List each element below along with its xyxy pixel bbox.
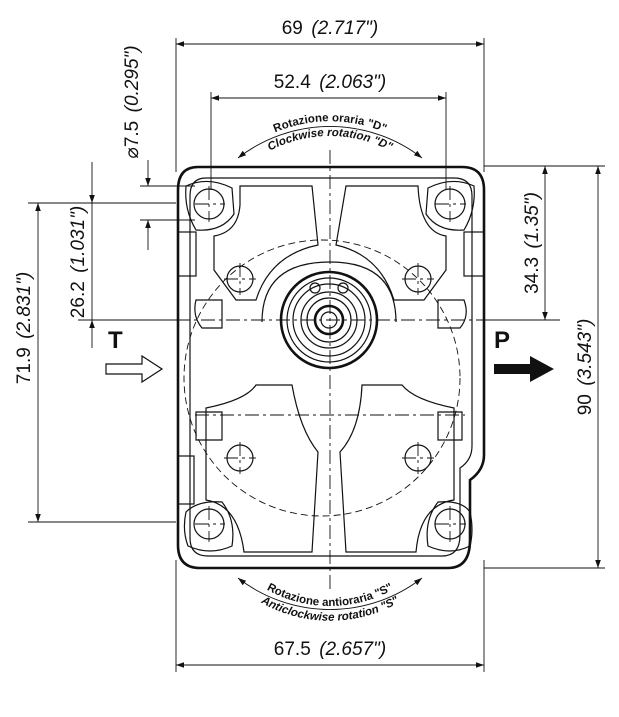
dim-bolt-spacing: 52.4 (2.063") <box>274 72 386 93</box>
pump-body <box>176 165 486 570</box>
outlet-label: P <box>494 327 510 354</box>
dim-width-bottom: 67.5 (2.657") <box>274 639 386 660</box>
dim-left-height: 71.9 (2.831") <box>14 272 35 384</box>
rotation-arcs <box>237 126 423 610</box>
dimension-lines <box>35 41 601 668</box>
outlet-port: P <box>494 327 554 382</box>
dim-hole-diameter: ⌀7.5 (0.295") <box>122 45 143 158</box>
inlet-label: T <box>108 327 123 354</box>
dim-total-height: 90 (3.543") <box>575 319 596 416</box>
inlet-arrow <box>105 354 164 384</box>
dim-inlet-offset: 26.2 (1.031") <box>68 206 89 318</box>
outlet-arrow <box>494 356 554 382</box>
dim-outlet-offset: 34.3 (1.35") <box>522 192 543 294</box>
centerlines <box>176 150 484 590</box>
dim-width-top: 69 (2.717") <box>282 18 379 39</box>
dimension-labels: 69 (2.717") 52.4 (2.063") 67.5 (2.657") … <box>14 18 596 660</box>
inlet-port: T <box>105 327 164 384</box>
